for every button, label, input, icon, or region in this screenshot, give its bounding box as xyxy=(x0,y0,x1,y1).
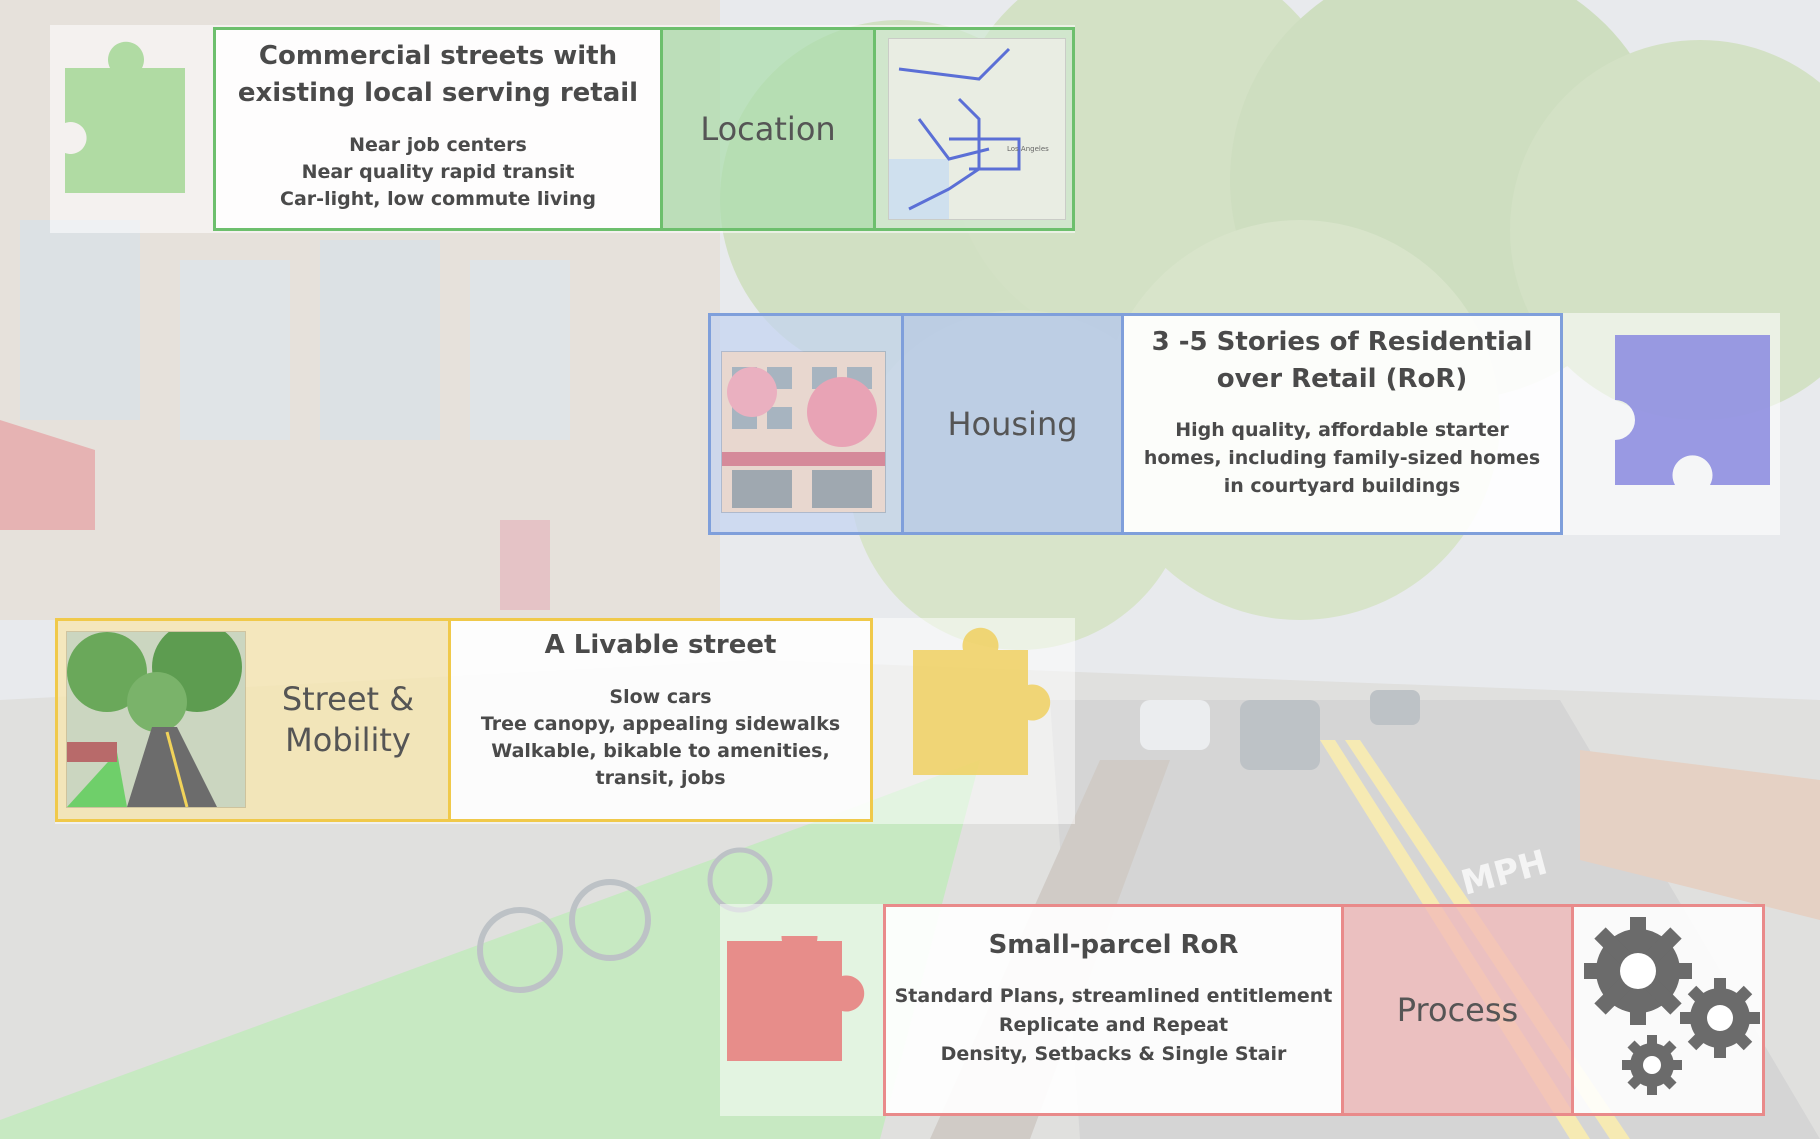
gears-icon xyxy=(1584,917,1760,1095)
housing-label: Housing xyxy=(901,316,1121,532)
location-label: Location xyxy=(660,30,873,228)
housing-description: 3 -5 Stories of Residential over Retail … xyxy=(1121,316,1560,532)
street-points: Slow cars Tree canopy, appealing sidewal… xyxy=(461,684,860,792)
location-point: Near job centers xyxy=(349,134,527,156)
yellow-puzzle-piece-icon xyxy=(913,627,1051,775)
process-point: Density, Setbacks & Single Stair xyxy=(940,1043,1287,1065)
process-title: Small-parcel RoR xyxy=(988,930,1239,960)
location-point: Near quality rapid transit xyxy=(301,161,575,183)
process-description: Small-parcel RoR Standard Plans, streaml… xyxy=(886,907,1341,1113)
housing-points: High quality, affordable starter homes, … xyxy=(1128,416,1556,500)
housing-point: High quality, affordable starter homes, … xyxy=(1143,419,1541,497)
location-map-thumbnail: Los Angeles xyxy=(888,38,1066,220)
location-map-cell: Los Angeles xyxy=(873,30,1072,228)
green-puzzle-piece-icon xyxy=(65,41,185,194)
street-thumbnail xyxy=(66,631,246,808)
red-puzzle-piece-icon xyxy=(727,936,865,1061)
housing-image-cell xyxy=(711,316,901,532)
process-gears-cell xyxy=(1571,907,1762,1113)
process-label: Process xyxy=(1341,907,1571,1113)
street-point: Tree canopy, appealing sidewalks xyxy=(480,713,841,735)
street-point: Slow cars xyxy=(609,686,712,708)
street-label: Street & Mobility xyxy=(248,621,448,819)
location-description: Commercial streets with existing local s… xyxy=(216,30,660,228)
process-points: Standard Plans, streamlined entitlement … xyxy=(895,982,1333,1069)
location-point: Car-light, low commute living xyxy=(280,188,596,210)
street-point: Walkable, bikable to amenities, transit,… xyxy=(491,740,830,789)
street-card: Street & Mobility A Livable street Slow … xyxy=(55,618,873,822)
street-description: A Livable street Slow cars Tree canopy, … xyxy=(448,621,870,819)
map-city-label: Los Angeles xyxy=(1007,145,1049,153)
blue-puzzle-piece-icon xyxy=(1615,335,1770,485)
housing-title: 3 -5 Stories of Residential over Retail … xyxy=(1151,327,1533,394)
housing-card: Housing 3 -5 Stories of Residential over… xyxy=(708,313,1563,535)
housing-building-thumbnail xyxy=(721,351,886,513)
process-point: Replicate and Repeat xyxy=(998,1014,1229,1036)
process-point: Standard Plans, streamlined entitlement xyxy=(894,985,1333,1007)
street-image-cell xyxy=(58,621,248,819)
process-card: Small-parcel RoR Standard Plans, streaml… xyxy=(883,904,1765,1116)
street-title: A Livable street xyxy=(544,630,777,660)
location-card: Commercial streets with existing local s… xyxy=(213,27,1075,231)
location-points: Near job centers Near quality rapid tran… xyxy=(280,132,596,213)
location-title: Commercial streets with existing local s… xyxy=(237,41,639,108)
